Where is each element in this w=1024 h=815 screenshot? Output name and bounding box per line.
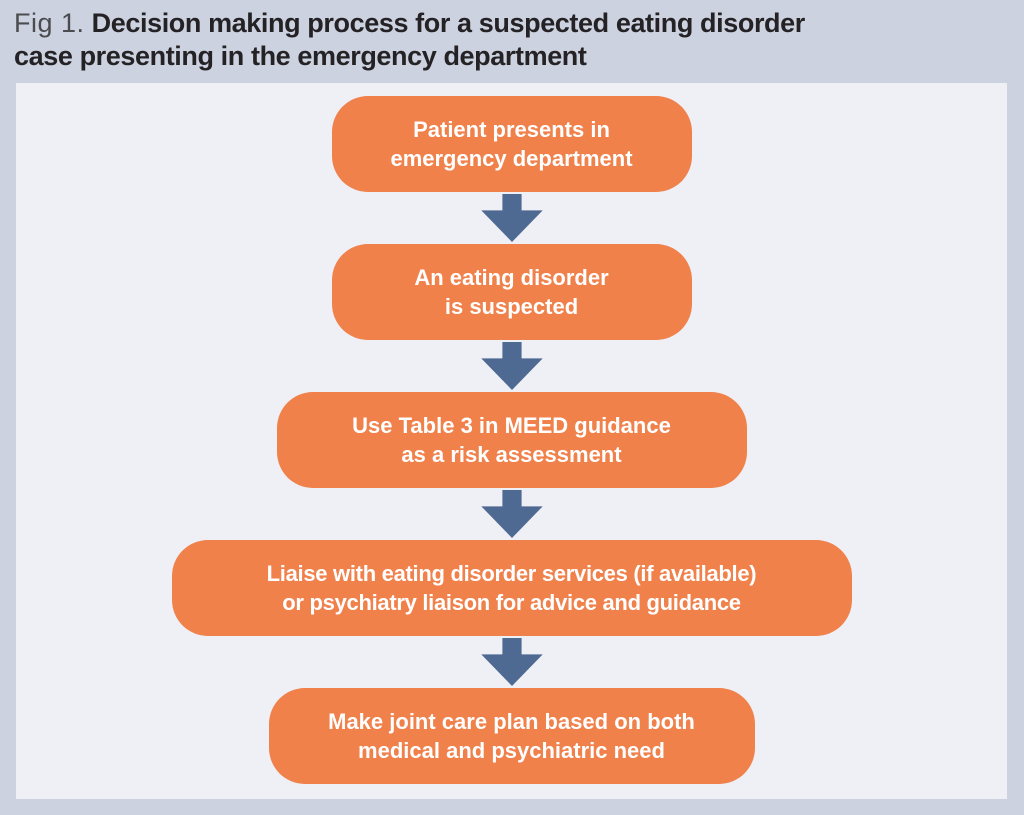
node-text-line: medical and psychiatric need <box>358 738 665 763</box>
down-arrow-icon <box>480 638 543 686</box>
flow-node-joint-care-plan: Make joint care plan based on both medic… <box>268 688 755 784</box>
figure-title-line2: case presenting in the emergency departm… <box>14 41 587 71</box>
node-text-line: or psychiatry liaison for advice and gui… <box>282 590 741 615</box>
node-text-line: Patient presents in <box>413 117 610 142</box>
flow-node-liaise-services: Liaise with eating disorder services (if… <box>171 540 852 636</box>
figure-label: Fig 1. <box>14 8 85 38</box>
node-text-line: emergency department <box>390 146 633 171</box>
flow-node-patient-presents: Patient presents in emergency department <box>331 96 692 192</box>
down-arrow-icon <box>480 490 543 538</box>
down-arrow-icon <box>480 342 543 390</box>
node-text-line: Make joint care plan based on both <box>328 709 695 734</box>
node-text-line: Use Table 3 in MEED guidance <box>352 413 671 438</box>
flow-node-eating-disorder-suspected: An eating disorder is suspected <box>331 244 692 340</box>
figure-title: Fig 1. Decision making process for a sus… <box>14 7 805 73</box>
node-text-line: is suspected <box>444 294 579 319</box>
figure-title-text-line1: Decision making process for a suspected … <box>91 8 806 38</box>
figure-title-line1: Fig 1. Decision making process for a sus… <box>14 7 805 40</box>
flowchart-panel: Patient presents in emergency department… <box>16 83 1007 799</box>
node-text-line: as a risk assessment <box>401 442 622 467</box>
flow-node-meed-risk-assessment: Use Table 3 in MEED guidance as a risk a… <box>276 392 747 488</box>
down-arrow-icon <box>480 194 543 242</box>
node-text-line: Liaise with eating disorder services (if… <box>266 561 757 586</box>
node-text-line: An eating disorder <box>414 265 609 290</box>
